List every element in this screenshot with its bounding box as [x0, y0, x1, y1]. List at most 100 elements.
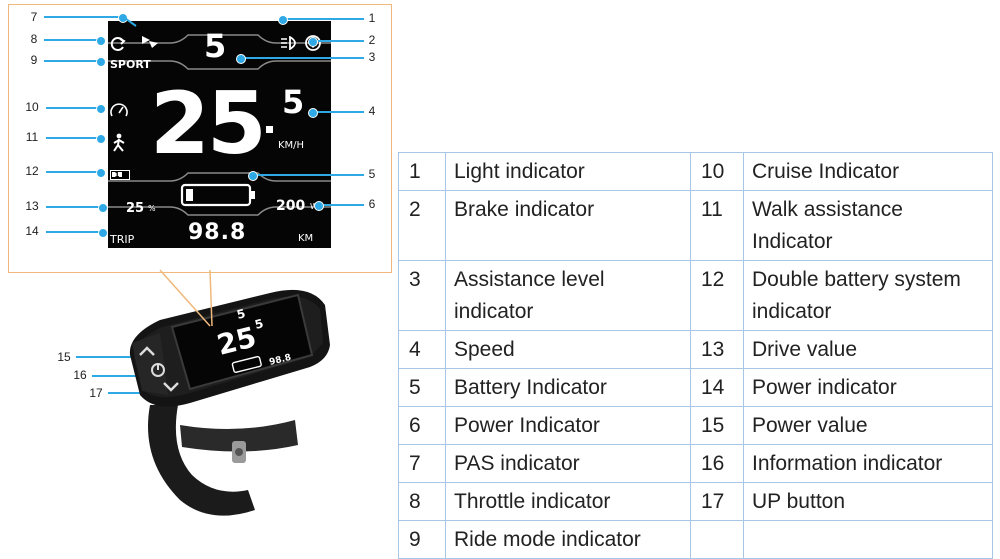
- power-value: 200: [276, 198, 306, 214]
- callout-number-9: 9: [30, 53, 38, 67]
- svg-text:5: 5: [235, 306, 246, 322]
- dual-battery-badge: 1: [110, 170, 130, 180]
- callout-dot-7: [118, 13, 128, 23]
- speed-decimal: 5: [282, 83, 305, 121]
- legend-label: Speed: [445, 330, 691, 369]
- callout-dot-8: [96, 36, 106, 46]
- speed-integer: 25: [150, 74, 267, 174]
- legend-label: Cruise Indicator: [743, 152, 993, 191]
- callout-dot-5: [248, 171, 258, 181]
- legend-label: Assistance level indicator: [445, 260, 691, 331]
- legend-label: Power value: [743, 406, 993, 445]
- walk-person-icon: [113, 133, 125, 152]
- callout-number-12: 12: [25, 164, 39, 178]
- callout-dot-1: [278, 15, 288, 25]
- speed-unit: KM/H: [278, 140, 305, 151]
- screen-graphics: [108, 34, 331, 216]
- trip-unit: KM: [298, 233, 314, 244]
- legend-label: UP button: [743, 482, 993, 521]
- callout-bend-7: [121, 15, 137, 27]
- legend-label: Battery Indicator: [445, 368, 691, 407]
- callout-line-1: [282, 18, 364, 20]
- power-unit: W: [310, 202, 318, 211]
- callout-line-4: [312, 111, 364, 113]
- callout-line-9: [44, 60, 100, 62]
- callout-number-10: 10: [25, 100, 39, 114]
- legend-number: 7: [398, 444, 446, 483]
- callout-line-10: [46, 107, 100, 109]
- throttle-cycle-icon: [110, 37, 126, 51]
- callout-dot-10: [96, 104, 106, 114]
- legend-label: PAS indicator: [445, 444, 691, 483]
- ride-mode-text: SPORT: [110, 58, 151, 71]
- callout-line-5: [252, 174, 364, 176]
- legend-number: 8: [398, 482, 446, 521]
- legend-label: [743, 520, 993, 559]
- callout-number-6: 6: [368, 197, 376, 211]
- callout-line-12: [46, 171, 100, 173]
- callout-dot-13: [98, 203, 108, 213]
- legend-number: 5: [398, 368, 446, 407]
- callout-number-16: 16: [73, 368, 87, 382]
- callout-line-7: [44, 16, 122, 18]
- legend-label: Power indicator: [743, 368, 993, 407]
- callout-number-17: 17: [89, 386, 103, 400]
- up-arrow-icon: [139, 346, 155, 356]
- dual-battery-label: 1: [112, 172, 122, 179]
- callout-line-8: [44, 39, 100, 41]
- pas-flag-icon: [142, 36, 158, 48]
- zoom-frame: 5 SPORT 25 5 KM/H 1 25 % 200 W TRIP: [8, 4, 392, 273]
- callout-dot-12: [96, 168, 106, 178]
- zoom-connector: [159, 269, 213, 327]
- down-arrow-icon: [163, 382, 179, 392]
- legend-label: Double battery system indicator: [743, 260, 993, 331]
- callout-line-13: [46, 206, 102, 208]
- legend-number: 11: [690, 190, 744, 261]
- legend-number: [690, 520, 744, 559]
- callout-dot-6: [314, 201, 324, 211]
- drive-value: 25: [126, 201, 145, 216]
- callout-line-11: [46, 137, 100, 139]
- callout-dot-9: [96, 57, 106, 67]
- display-screen: 5 SPORT 25 5 KM/H 1 25 % 200 W TRIP: [108, 21, 331, 248]
- legend-number: 17: [690, 482, 744, 521]
- legend-number: 9: [398, 520, 446, 559]
- callout-line-6: [318, 204, 364, 206]
- headlight-icon: [281, 36, 296, 50]
- display-device-illustration: 25 5 98.8 5: [129, 289, 330, 516]
- legend-number: 2: [398, 190, 446, 261]
- legend-number: 15: [690, 406, 744, 445]
- callout-number-7: 7: [30, 10, 38, 24]
- callout-number-1: 1: [368, 11, 376, 25]
- legend-label: Information indicator: [743, 444, 993, 483]
- legend-number: 1: [398, 152, 446, 191]
- legend-number: 12: [690, 260, 744, 331]
- callout-number-4: 4: [368, 104, 376, 118]
- callout-number-8: 8: [30, 32, 38, 46]
- legend-label: Light indicator: [445, 152, 691, 191]
- legend-label: Drive value: [743, 330, 993, 369]
- callout-number-5: 5: [368, 167, 376, 181]
- callout-line-2: [312, 40, 364, 42]
- callout-dot-2: [308, 37, 318, 47]
- legend-label: Throttle indicator: [445, 482, 691, 521]
- legend-number: 14: [690, 368, 744, 407]
- legend-number: 13: [690, 330, 744, 369]
- cruise-gauge-icon: [110, 103, 128, 117]
- speed-decimal-point: [266, 126, 273, 133]
- legend-label: Power Indicator: [445, 406, 691, 445]
- drive-unit: %: [148, 204, 156, 213]
- trip-value: 98.8: [188, 220, 247, 245]
- legend-label: Brake indicator: [445, 190, 691, 261]
- callout-number-2: 2: [368, 33, 376, 47]
- callout-line-17: [108, 392, 170, 394]
- svg-text:5: 5: [253, 316, 264, 332]
